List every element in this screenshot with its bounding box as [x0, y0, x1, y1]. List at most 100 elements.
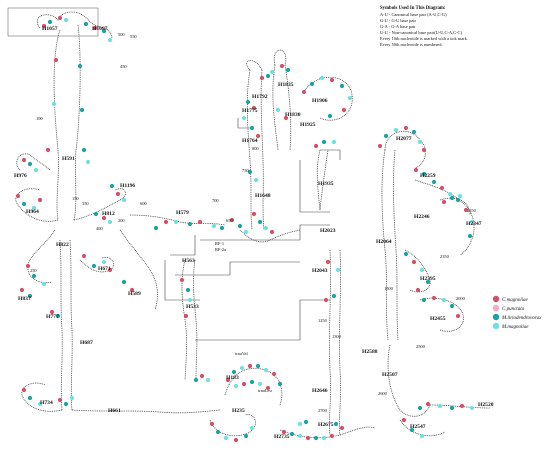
variant-dot	[53, 57, 59, 63]
variant-dot	[263, 225, 269, 231]
variant-dot	[271, 371, 277, 377]
variant-dot	[415, 287, 421, 293]
variant-dot	[245, 99, 251, 105]
loop-h1196	[73, 188, 126, 221]
variant-dot	[411, 129, 417, 135]
variant-dot	[81, 147, 87, 153]
stem-h591-right	[73, 24, 81, 221]
link-533-2043	[195, 299, 330, 341]
stem-h1764-left	[246, 69, 253, 231]
variant-dot	[383, 133, 389, 139]
variant-dot	[417, 139, 423, 145]
position-number: 700	[212, 198, 219, 203]
helix-label-h822: H822	[56, 242, 69, 248]
position-number: 350	[82, 201, 89, 206]
variant-dot	[329, 433, 335, 439]
variant-dot	[439, 185, 445, 191]
helix-label-h2064: H2064	[376, 239, 392, 245]
variant-dot	[277, 381, 283, 387]
variant-dot	[211, 223, 217, 229]
loop-h964	[15, 188, 59, 222]
stem-h589	[119, 229, 158, 311]
helix-label-h183: H183	[226, 375, 239, 381]
backbone	[15, 11, 491, 439]
variant-dot	[449, 195, 455, 201]
variant-dot	[225, 377, 231, 383]
variant-dot	[199, 373, 205, 379]
position-number: 100	[36, 116, 43, 121]
variant-dot	[455, 197, 461, 203]
helix-label-h563: H563	[182, 258, 195, 264]
legend-swatch-c-punctata	[492, 304, 500, 312]
variant-dot	[41, 23, 47, 29]
variant-dot	[253, 177, 259, 183]
variant-dot	[333, 421, 339, 427]
variant-dot	[255, 363, 261, 369]
variant-dot	[255, 133, 261, 139]
helix-label-h1792: H1792	[252, 94, 268, 100]
variant-dot	[15, 193, 21, 199]
legend-swatch-m-liriodendrovorax	[492, 313, 500, 321]
variant-dot	[431, 179, 437, 185]
helix-label-h1925: H1925	[300, 122, 316, 128]
variant-dot	[251, 211, 257, 217]
stem-h1935	[316, 149, 329, 211]
position-number: 150	[72, 196, 79, 201]
helix-label-h734: H734	[40, 400, 53, 406]
link-h2023	[200, 224, 330, 241]
variant-dot	[449, 303, 455, 309]
variant-dot	[463, 207, 469, 213]
helix-label-h2588: H2588	[362, 349, 378, 355]
position-number: 2350	[440, 254, 450, 259]
variant-dot	[21, 201, 27, 207]
variant-dot	[263, 367, 269, 373]
variant-dot	[57, 397, 63, 403]
variant-dot	[275, 107, 281, 113]
position-number: 1300	[332, 334, 342, 339]
position-number: 2600	[378, 391, 388, 396]
helix-label-h1835: H1835	[278, 82, 294, 88]
variant-dot	[37, 197, 43, 203]
variant-dot	[313, 143, 319, 149]
variant-dot	[437, 403, 443, 409]
variant-dot	[323, 297, 329, 303]
helix-label-h2246: H2246	[414, 214, 430, 220]
variant-dot	[297, 433, 303, 439]
tertiary-lines	[7, 7, 341, 341]
variant-dot	[215, 429, 221, 435]
helix-label-h2043: H2043	[312, 268, 328, 274]
variant-dot	[121, 197, 127, 203]
variant-dot	[331, 293, 337, 299]
variant-dot	[403, 125, 409, 131]
variant-dot	[241, 381, 247, 387]
variant-dot	[197, 219, 203, 225]
variant-dot	[243, 229, 249, 235]
variant-dot	[327, 113, 333, 119]
variant-dot	[107, 267, 113, 273]
variant-dot	[309, 81, 315, 87]
variant-dot	[417, 405, 423, 411]
variant-dot	[231, 369, 237, 375]
variant-dot	[259, 75, 265, 81]
variant-dot	[49, 309, 55, 315]
variant-dot	[229, 217, 235, 223]
variant-dot	[121, 279, 127, 285]
variant-dot	[21, 387, 27, 393]
stem-h2064-right	[393, 149, 399, 341]
variant-dot	[101, 259, 107, 265]
variant-dot	[185, 287, 191, 293]
symbols-key: Symbols Used In This Diagram: A-U - Cano…	[380, 6, 468, 47]
helix-label-h1648: H1648	[255, 193, 271, 199]
variant-dot	[401, 417, 407, 423]
helix-label-h671: H671	[98, 266, 111, 272]
symbol-line-1: A-U - Canonical base pair (A-U,C-G)	[380, 12, 447, 18]
helix-label-h1830: H1830	[285, 112, 301, 118]
position-number: 400	[96, 226, 103, 231]
legend-label-c-punctata: C.punctata	[502, 307, 525, 312]
symbol-line-5: Every 10th nucleotide is marked with a t…	[380, 36, 468, 41]
variant-dot	[339, 425, 345, 431]
variant-dot	[187, 297, 193, 303]
helix-label-h2547: H2547	[410, 424, 426, 430]
helix-label-h2507: H2507	[382, 372, 398, 378]
variant-dot	[319, 75, 325, 81]
